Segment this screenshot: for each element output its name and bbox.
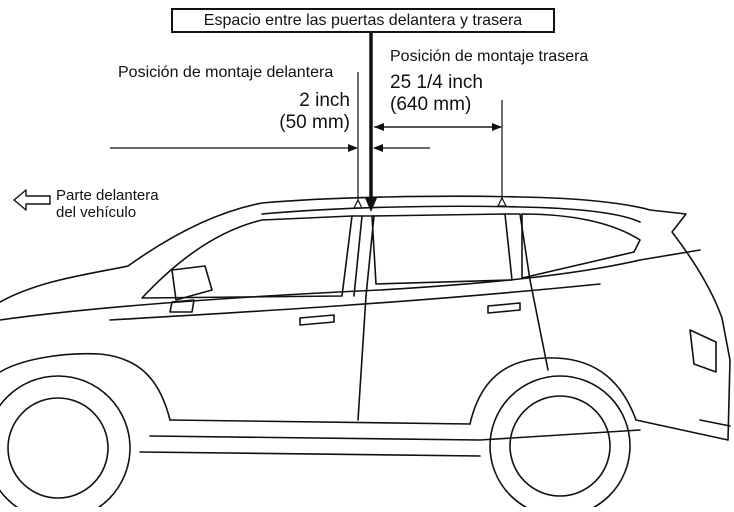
rear-mount-value-mm: (640 mm) (390, 94, 472, 115)
rear-mount-marker (497, 196, 507, 207)
front-mount-marker (353, 198, 363, 209)
title-box: Espacio entre las puertas delantera y tr… (171, 8, 555, 33)
front-mount-label: Posición de montaje delantera (118, 64, 334, 81)
arrow-left-icon (13, 189, 51, 211)
rear-dimension-lines (374, 100, 503, 204)
vehicle-front-label-line2: del vehículo (56, 204, 137, 221)
title-text: Espacio entre las puertas delantera y tr… (203, 11, 523, 29)
rear-mount-label: Posición de montaje trasera (390, 48, 589, 65)
vehicle-outline (0, 195, 731, 512)
front-mount-value: 2 inch (299, 90, 350, 111)
vehicle-front-label-line1: Parte delantera (56, 187, 159, 204)
front-dimension-lines (110, 72, 430, 208)
gap-pointer-arrow (365, 33, 377, 212)
front-mount-value-mm: (50 mm) (279, 112, 350, 133)
rear-mount-value: 25 1/4 inch (390, 72, 483, 93)
